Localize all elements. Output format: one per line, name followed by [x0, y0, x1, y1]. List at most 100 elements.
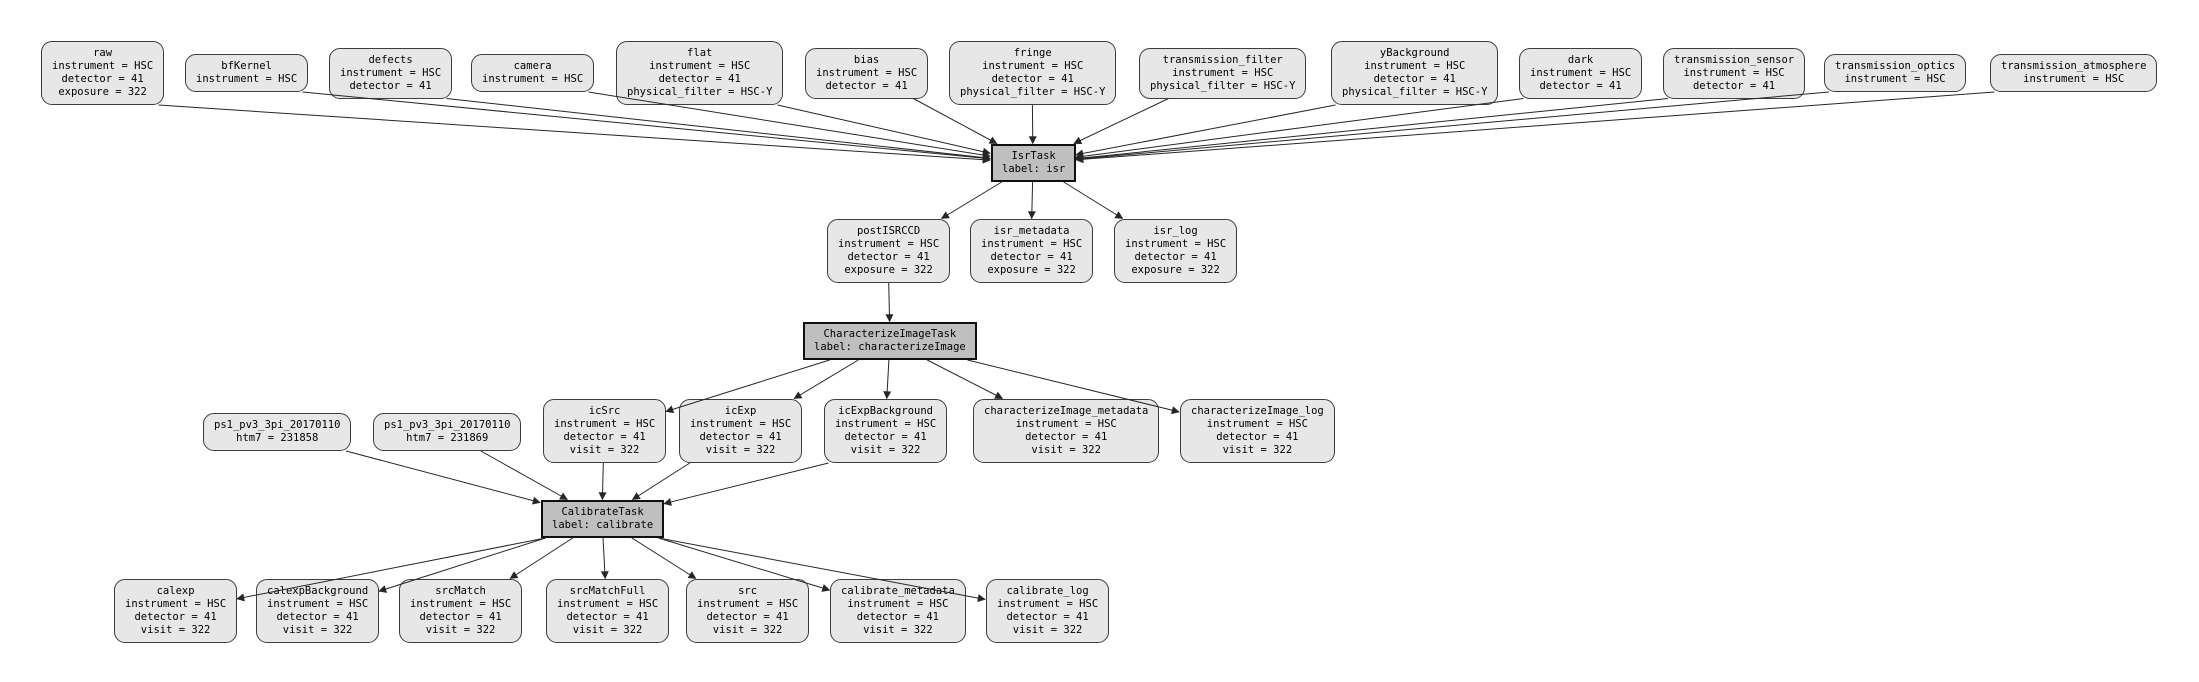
edge-transmission_atmosphere-to-isr [1075, 91, 1995, 164]
node-attribute: instrument = HSC [649, 60, 751, 72]
node-attribute: detector = 41 [563, 431, 646, 443]
node-attribute: instrument = HSC [697, 598, 799, 610]
node-attribute: exposure = 322 [1131, 264, 1220, 276]
node-attribute: instrument = HSC [52, 60, 154, 72]
node-title: bfKernel [221, 60, 272, 72]
node-title: CalibrateTask [561, 506, 644, 518]
node-attribute: detector = 41 [1006, 611, 1089, 623]
edge-icExpBackground-to-calibrate [663, 462, 829, 506]
node-attribute: instrument = HSC [482, 73, 584, 85]
node-attribute: instrument = HSC [340, 67, 442, 79]
node-attribute: exposure = 322 [987, 264, 1076, 276]
node-attribute: instrument = HSC [847, 598, 949, 610]
node-attribute: detector = 41 [1025, 431, 1108, 443]
edge-postISRCCD-to-characterizeImage [885, 282, 894, 323]
node-attribute: htm7 = 231858 [236, 432, 319, 444]
node-title: characterizeImage_metadata [984, 405, 1149, 417]
node-title: fringe [1013, 47, 1052, 59]
node-title: ps1_pv3_3pi_20170110 [384, 419, 511, 431]
node-attribute: detector = 41 [419, 611, 502, 623]
node-attribute: detector = 41 [566, 611, 649, 623]
node-attribute: instrument = HSC [1530, 67, 1632, 79]
edge-ps1_231858-to-calibrate [345, 450, 541, 505]
node-attribute: detector = 41 [706, 611, 789, 623]
node-attribute: visit = 322 [863, 624, 933, 636]
node-attribute: instrument = HSC [1844, 73, 1946, 85]
node-attribute: detector = 41 [1216, 431, 1299, 443]
node-attribute: visit = 322 [1222, 444, 1293, 456]
node-title: CharacterizeImageTask [823, 328, 957, 340]
node-attribute: instrument = HSC [1364, 60, 1466, 72]
node-title: postISRCCD [856, 225, 921, 237]
edge-isr-to-isr_metadata [1027, 181, 1036, 220]
node-title: icExp [724, 405, 757, 417]
node-title: transmission_filter [1162, 54, 1283, 66]
node-attribute: detector = 41 [134, 611, 217, 623]
edge-icExp-to-calibrate [631, 462, 691, 500]
node-attribute: detector = 41 [856, 611, 939, 623]
edge-characterizeImage-to-icExpBackground [883, 359, 892, 400]
node-attribute: instrument = HSC [835, 418, 937, 430]
node-attribute: visit = 322 [850, 444, 921, 456]
node-attribute: detector = 41 [1134, 251, 1217, 263]
node-attribute: detector = 41 [991, 73, 1074, 85]
node-title: srcMatch [435, 585, 486, 597]
node-title: dark [1567, 54, 1594, 66]
node-attribute: visit = 322 [712, 624, 783, 636]
node-attribute: detector = 41 [1692, 80, 1776, 92]
node-attribute: instrument = HSC [997, 598, 1099, 610]
node-attribute: visit = 322 [425, 624, 496, 636]
edge-transmission_filter-to-isr [1073, 98, 1169, 145]
node-title: calexpBackground [267, 585, 369, 597]
node-title: camera [513, 60, 552, 72]
node-attribute: instrument = HSC [690, 418, 792, 430]
node-attribute: detector = 41 [1373, 73, 1456, 85]
node-title: raw [93, 47, 113, 59]
node-attribute: instrument = HSC [1206, 418, 1308, 430]
node-attribute: visit = 322 [569, 444, 640, 456]
edge-icSrc-to-calibrate [598, 462, 607, 501]
node-attribute: visit = 322 [1031, 444, 1101, 456]
node-attribute: instrument = HSC [196, 73, 298, 85]
edge-calibrate-to-srcMatch [509, 537, 573, 579]
node-title: src [738, 585, 758, 597]
node-attribute: visit = 322 [140, 624, 211, 636]
node-attribute: detector = 41 [844, 431, 927, 443]
node-attribute: instrument = HSC [1683, 67, 1785, 79]
node-attribute: htm7 = 231869 [406, 432, 489, 444]
edge-flat-to-isr [777, 104, 991, 156]
node-attribute: instrument = HSC [838, 238, 940, 250]
edge-characterizeImage-to-characterizeImage_metadata [926, 359, 1004, 399]
node-attribute: physical_filter = HSC-Y [960, 86, 1106, 98]
node-attribute: physical_filter = HSC-Y [1342, 86, 1488, 98]
node-attribute: instrument = HSC [410, 598, 512, 610]
node-attribute: visit = 322 [282, 624, 353, 636]
node-attribute: instrument = HSC [816, 67, 918, 79]
node-attribute: detector = 41 [1539, 80, 1622, 92]
node-title: isr_metadata [993, 225, 1070, 237]
node-attribute: instrument = HSC [557, 598, 659, 610]
node-title: transmission_sensor [1674, 54, 1795, 66]
node-attribute: instrument = HSC [125, 598, 227, 610]
edge-raw-to-isr [158, 104, 991, 164]
node-attribute: exposure = 322 [844, 264, 933, 276]
